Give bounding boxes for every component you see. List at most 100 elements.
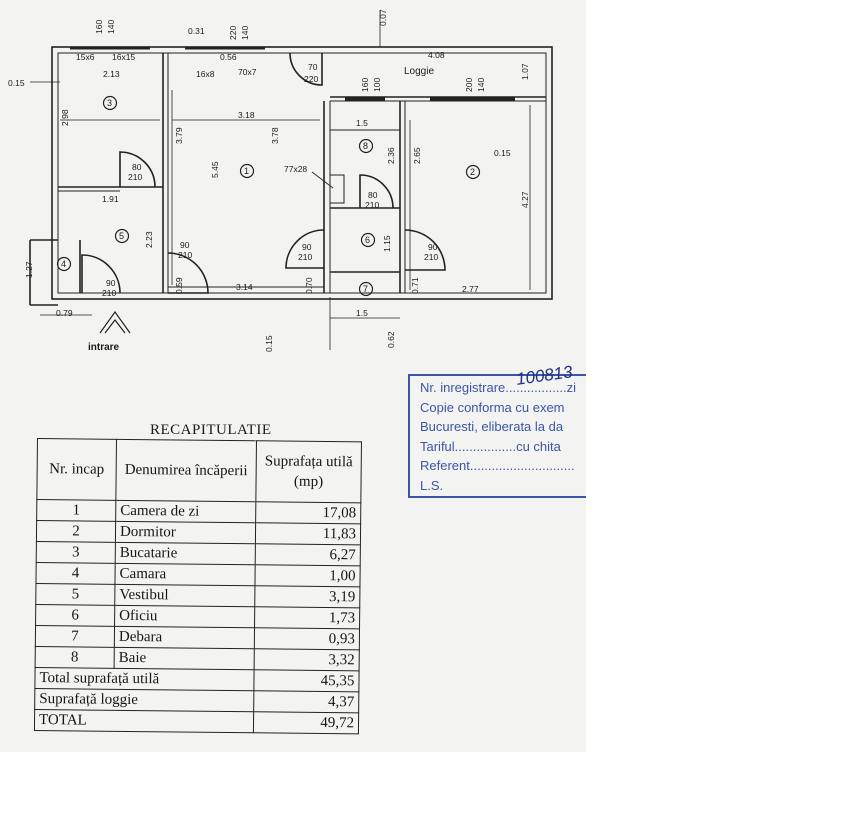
loggia-label: Loggie [404,66,434,77]
dimension-label: 80 [132,162,142,172]
dimension-label: 210 [424,252,438,262]
total-value: 45,35 [253,669,360,692]
room-summary-table: Nr. incap Denumirea încăperii Suprafața … [34,438,362,734]
room-number-cell: 6 [35,604,115,627]
dimension-label: 2.77 [462,284,479,294]
dimension-label: 1.27 [24,261,34,278]
room-marker-7 [358,281,374,297]
room-number-cell: 3 [36,541,116,564]
stamp-line: L.S. [420,477,444,493]
dimension-label: 220 [304,74,318,84]
room-number: 5 [119,231,124,241]
door-swing-2 [167,252,209,294]
dimension-label: 210 [128,172,142,182]
dimension-label: 70 [308,62,318,72]
door-swing-7 [289,52,323,86]
outer-wall [51,46,553,300]
room-area-cell: 3,19 [254,585,360,608]
dimension-label: 160 [360,78,370,92]
dimension-label: 0.70 [304,277,314,294]
dimension-label: 160 [94,20,104,34]
dimension-label: 0.56 [220,52,237,62]
total-value: 4,37 [253,690,359,713]
dimension-label: 4.08 [428,50,445,60]
stamp-line: Copie conforma cu exem [420,399,565,415]
dimension-label: 16x15 [112,52,135,62]
room-number-cell: 1 [36,499,116,522]
dimension-label: 210 [178,250,192,260]
total-row: TOTAL 49,72 [34,709,359,734]
dimension-label: 140 [240,26,250,40]
room-marker-6 [360,232,376,248]
dimension-label: 0.15 [494,148,511,158]
room-area-cell: 6,27 [255,543,361,566]
room-number: 2 [470,167,475,177]
header-room-name: Denumirea încăperii [115,439,257,502]
room-number: 7 [363,284,368,294]
dimension-label: 2.98 [60,109,70,126]
door-swing [119,151,156,188]
room-area-cell: 1,00 [254,564,361,587]
dimension-label: 0.31 [188,26,205,36]
dimension-label: 3.79 [174,127,184,144]
room-marker-3 [465,164,481,180]
scanned-sheet [0,0,586,752]
dimension-label: 90 [180,240,190,250]
door-swing-3 [285,229,325,269]
room-number-cell: 8 [35,646,115,669]
room-name-cell: Dormitor [115,521,256,544]
room-name-cell: Oficiu [114,605,255,628]
floor-plan: 3 1 2 8 5 6 7 4 160 140 0.31 220 140 0.0… [8,9,553,353]
dimension-label: 5.45 [210,161,220,178]
dimension-label: 70x7 [238,67,257,77]
outer-wall-inner [57,52,547,294]
room-marker-8 [56,256,72,272]
door-swing-6 [81,254,121,294]
dimension-label: 0.15 [264,335,274,352]
dimension-label: 0.62 [386,331,396,348]
room-number: 6 [365,235,370,245]
recap-title: RECAPITULATIE [150,422,272,438]
room-name-cell: Vestibul [114,584,255,607]
total-label: Total suprafață utilă [34,667,255,691]
room-name-cell: Camara [114,563,256,586]
room-number-cell: 4 [35,562,116,585]
dimension-label: 2.36 [386,147,396,164]
stamp-line: Nr. inregistrare.................zi [420,380,577,395]
room-number: 1 [244,166,249,176]
dimension-label: 80 [368,190,378,200]
header-usable-area: Suprafața utilă (mp) [255,440,362,503]
room-marker-4 [358,138,374,154]
room-marker-5 [114,228,130,244]
room-number: 8 [363,141,368,151]
stamp-line: Tariful.................cu chita [420,438,561,454]
dimension-label: 210 [365,200,379,210]
entrance-label: intrare [88,342,120,353]
dimension-label: 0.07 [378,9,388,26]
ventilation-shaft [329,174,345,204]
stamp-line: Bucuresti, eliberata la da [420,419,564,434]
dimension-label: 4.27 [520,191,530,208]
door-swing-4 [404,229,446,271]
registration-stamp: Nr. inregistrare.................zi Copi… [408,374,586,498]
dimension-label: 90 [302,242,312,252]
room-name-cell: Debara [114,626,255,649]
dimension-label: 100 [372,78,382,92]
table-header-row: Nr. incap Denumirea încăperii Suprafața … [36,438,362,503]
room-number-cell: 2 [36,520,116,543]
dimension-label: 3.78 [270,127,280,144]
room-number: 4 [61,259,66,269]
dimension-label: 90 [428,242,438,252]
dimension-label: 210 [102,288,116,298]
room-area-cell: 17,08 [255,501,361,524]
room-area-cell: 0,93 [254,627,360,650]
room-name-cell: Bucatarie [115,542,256,565]
dimension-label: 220 [228,26,238,40]
dimension-label: 1.5 [356,308,368,318]
room-name-cell: Baie [114,647,255,670]
room-area-cell: 1,73 [254,606,360,629]
room-marker-2 [239,163,255,179]
room-name-cell: Camera de zi [115,500,256,523]
total-label: Suprafață loggie [34,688,254,712]
dimension-label: 140 [476,78,486,92]
